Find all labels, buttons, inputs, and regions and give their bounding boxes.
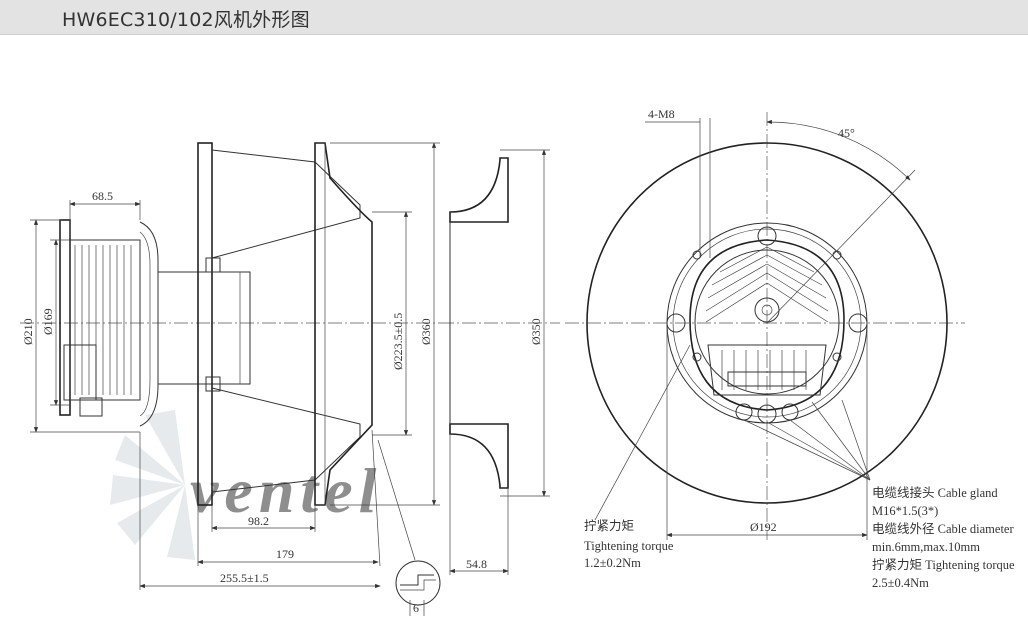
dim-motor-length: 68.5 [92,189,113,203]
dim-4m8: 4-M8 [648,107,675,121]
page-title: HW6EC310/102风机外形图 [62,9,310,31]
note-cable-range: min.6mm,max.10mm [872,540,980,554]
note-torque2: 拧紧力矩 Tightening torque [872,558,1015,572]
dim-diameter-169: Ø169 [41,308,55,335]
dim-diameter-210: Ø210 [21,318,35,345]
note-torque-cn: 拧紧力矩 [584,519,634,533]
note-torque2-value: 2.5±0.4Nm [872,576,929,590]
inlet-ring-view: Ø350 54.8 [440,149,560,575]
title-bar: HW6EC310/102风机外形图 [0,0,1028,35]
front-view: 4-M8 45° Ø192 拧紧力矩 Tightening torque 1.2… [565,107,1015,590]
dim-diameter-350: Ø350 [529,318,543,345]
dim-diameter-192: Ø192 [750,520,777,534]
watermark-logo: ventel [110,410,382,560]
dim-diameter-223: Ø223.5±0.5 [391,313,405,370]
note-cable-gland: 电缆线接头 Cable gland [872,485,998,500]
side-view: 68.5 Ø210 Ø169 Ø223.5±0.5 Ø360 98.2 179 [20,142,441,616]
dim-length-179: 179 [276,547,294,561]
note-gland-spec: M16*1.5(3*) [872,504,938,518]
note-torque-en: Tightening torque [584,539,674,553]
dim-length-98: 98.2 [248,514,269,528]
dim-gap-6: 6 [413,601,419,615]
watermark-text: ventel [190,455,382,526]
dim-length-54: 54.8 [466,557,487,571]
dim-angle-45: 45° [838,126,855,140]
note-cable-diameter: 电缆线外径 Cable diameter [872,522,1014,536]
note-torque-value: 1.2±0.2Nm [584,556,641,570]
dim-diameter-360: Ø360 [419,318,433,345]
dim-length-255: 255.5±1.5 [220,571,269,585]
